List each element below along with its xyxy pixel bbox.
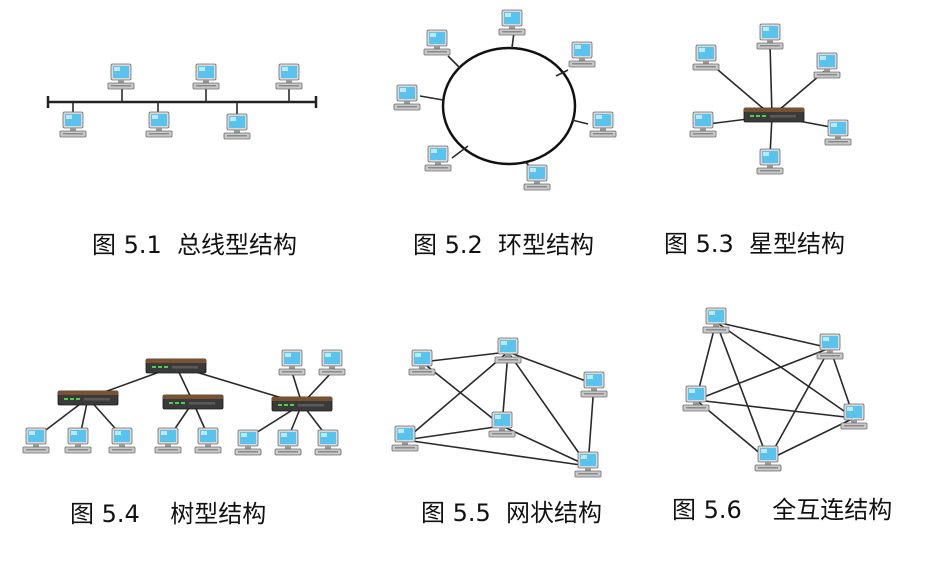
- computer-icon: [145, 111, 173, 138]
- computer-icon: [824, 119, 852, 146]
- computer-icon: [391, 425, 419, 452]
- computer-icon: [234, 429, 262, 456]
- computer-icon: [589, 111, 617, 138]
- computer-icon: [816, 333, 844, 360]
- computer-icon: [314, 429, 342, 456]
- computer-icon: [192, 63, 220, 90]
- computer-icon: [107, 63, 135, 90]
- computer-icon: [393, 84, 421, 111]
- bus-topology: [46, 63, 318, 140]
- computer-icon: [702, 307, 730, 334]
- network-hub-icon: [162, 394, 224, 410]
- computer-icon: [424, 145, 452, 172]
- network-hub-icon: [145, 358, 207, 374]
- network-hub-icon: [743, 107, 805, 123]
- computer-icon: [423, 29, 451, 56]
- computer-icon: [580, 371, 608, 398]
- computer-icon: [22, 427, 50, 454]
- ring-topology: [393, 9, 617, 191]
- computer-icon: [274, 429, 302, 456]
- mesh-topology: [391, 337, 608, 478]
- computer-icon: [318, 349, 346, 376]
- computer-icon: [568, 41, 596, 68]
- computer-icon: [756, 23, 784, 50]
- computer-icon: [692, 44, 720, 71]
- network-hub-icon: [57, 390, 119, 406]
- computer-icon: [813, 52, 841, 79]
- network-hub-icon: [271, 396, 333, 412]
- computer-icon: [682, 385, 710, 412]
- caption-tree: 图 5.4 树型结构: [70, 500, 266, 528]
- computer-icon: [194, 427, 222, 454]
- computer-icon: [275, 63, 303, 90]
- computer-icon: [59, 111, 87, 138]
- computer-icon: [64, 427, 92, 454]
- caption-mesh: 图 5.5 网状结构: [421, 499, 602, 527]
- computer-icon: [754, 445, 782, 472]
- caption-ring: 图 5.2 环型结构: [413, 231, 594, 259]
- caption-star: 图 5.3 星型结构: [664, 230, 845, 258]
- computer-icon: [408, 349, 436, 376]
- computer-icon: [689, 111, 717, 138]
- computer-icon: [108, 427, 136, 454]
- computer-icon: [756, 148, 784, 175]
- computer-icon: [488, 411, 516, 438]
- computer-icon: [154, 427, 182, 454]
- computer-icon: [278, 349, 306, 376]
- computer-icon: [840, 403, 868, 430]
- caption-full-mesh: 图 5.6 全互连结构: [672, 496, 892, 524]
- computer-icon: [223, 113, 251, 140]
- computer-icon: [574, 451, 602, 478]
- full-mesh-topology: [682, 307, 868, 472]
- computer-icon: [498, 9, 526, 36]
- computer-icon: [523, 164, 551, 191]
- caption-bus: 图 5.1 总线型结构: [92, 231, 297, 259]
- computer-icon: [494, 337, 522, 364]
- tree-topology: [22, 349, 346, 456]
- star-topology: [689, 23, 852, 175]
